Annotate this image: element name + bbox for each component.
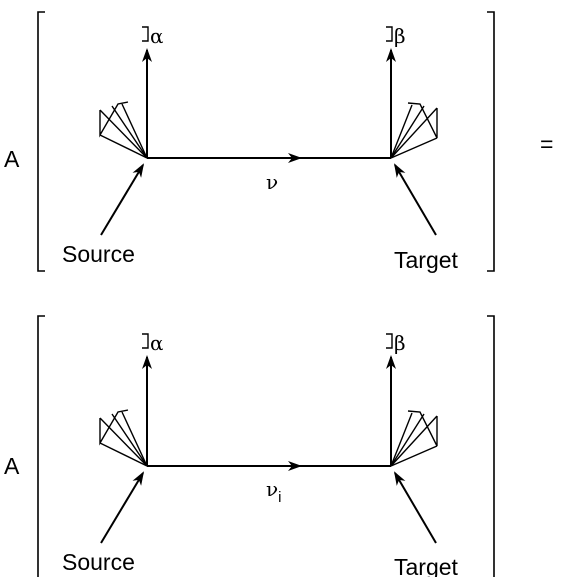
source-label: Source bbox=[62, 549, 135, 575]
source-spin-bracket-icon bbox=[142, 333, 149, 349]
target-label: Target bbox=[394, 247, 459, 273]
source-incoming-arrow bbox=[100, 471, 145, 544]
source-spin-label: α bbox=[150, 24, 164, 48]
target-incoming-arrow bbox=[393, 471, 437, 544]
propagator-label: ν bbox=[266, 170, 278, 194]
propagator-label: νi bbox=[266, 477, 282, 506]
target-spin-label: β bbox=[394, 24, 406, 48]
left-bracket bbox=[37, 11, 45, 272]
propagator-subscript: i bbox=[278, 489, 281, 506]
right-bracket bbox=[487, 11, 495, 272]
panel-2: A α β νi Source Tar bbox=[4, 315, 495, 577]
target-spin-bracket-icon bbox=[386, 333, 393, 349]
target-incoming-arrow bbox=[393, 163, 437, 236]
target-spin-label: β bbox=[394, 331, 406, 355]
equals-sign: = bbox=[540, 131, 553, 157]
target-spin-bracket-icon bbox=[386, 26, 393, 42]
target-label: Target bbox=[394, 554, 459, 577]
amplitude-label: A bbox=[4, 146, 20, 172]
amplitude-label: A bbox=[4, 453, 20, 479]
target-emission-fan-icon bbox=[390, 102, 438, 159]
panel-1: A α β ν Source Targ bbox=[4, 11, 495, 273]
target-emission-fan-icon bbox=[390, 410, 438, 467]
source-incoming-arrow bbox=[100, 163, 145, 236]
source-spin-bracket-icon bbox=[142, 26, 149, 42]
right-bracket bbox=[487, 315, 495, 577]
propagator-symbol: ν bbox=[266, 170, 278, 194]
source-emission-fan-icon bbox=[99, 409, 148, 467]
propagator-symbol: ν bbox=[266, 477, 278, 501]
source-emission-fan-icon bbox=[99, 101, 148, 159]
left-bracket bbox=[37, 315, 45, 577]
source-label: Source bbox=[62, 241, 135, 267]
source-spin-label: α bbox=[150, 331, 164, 355]
